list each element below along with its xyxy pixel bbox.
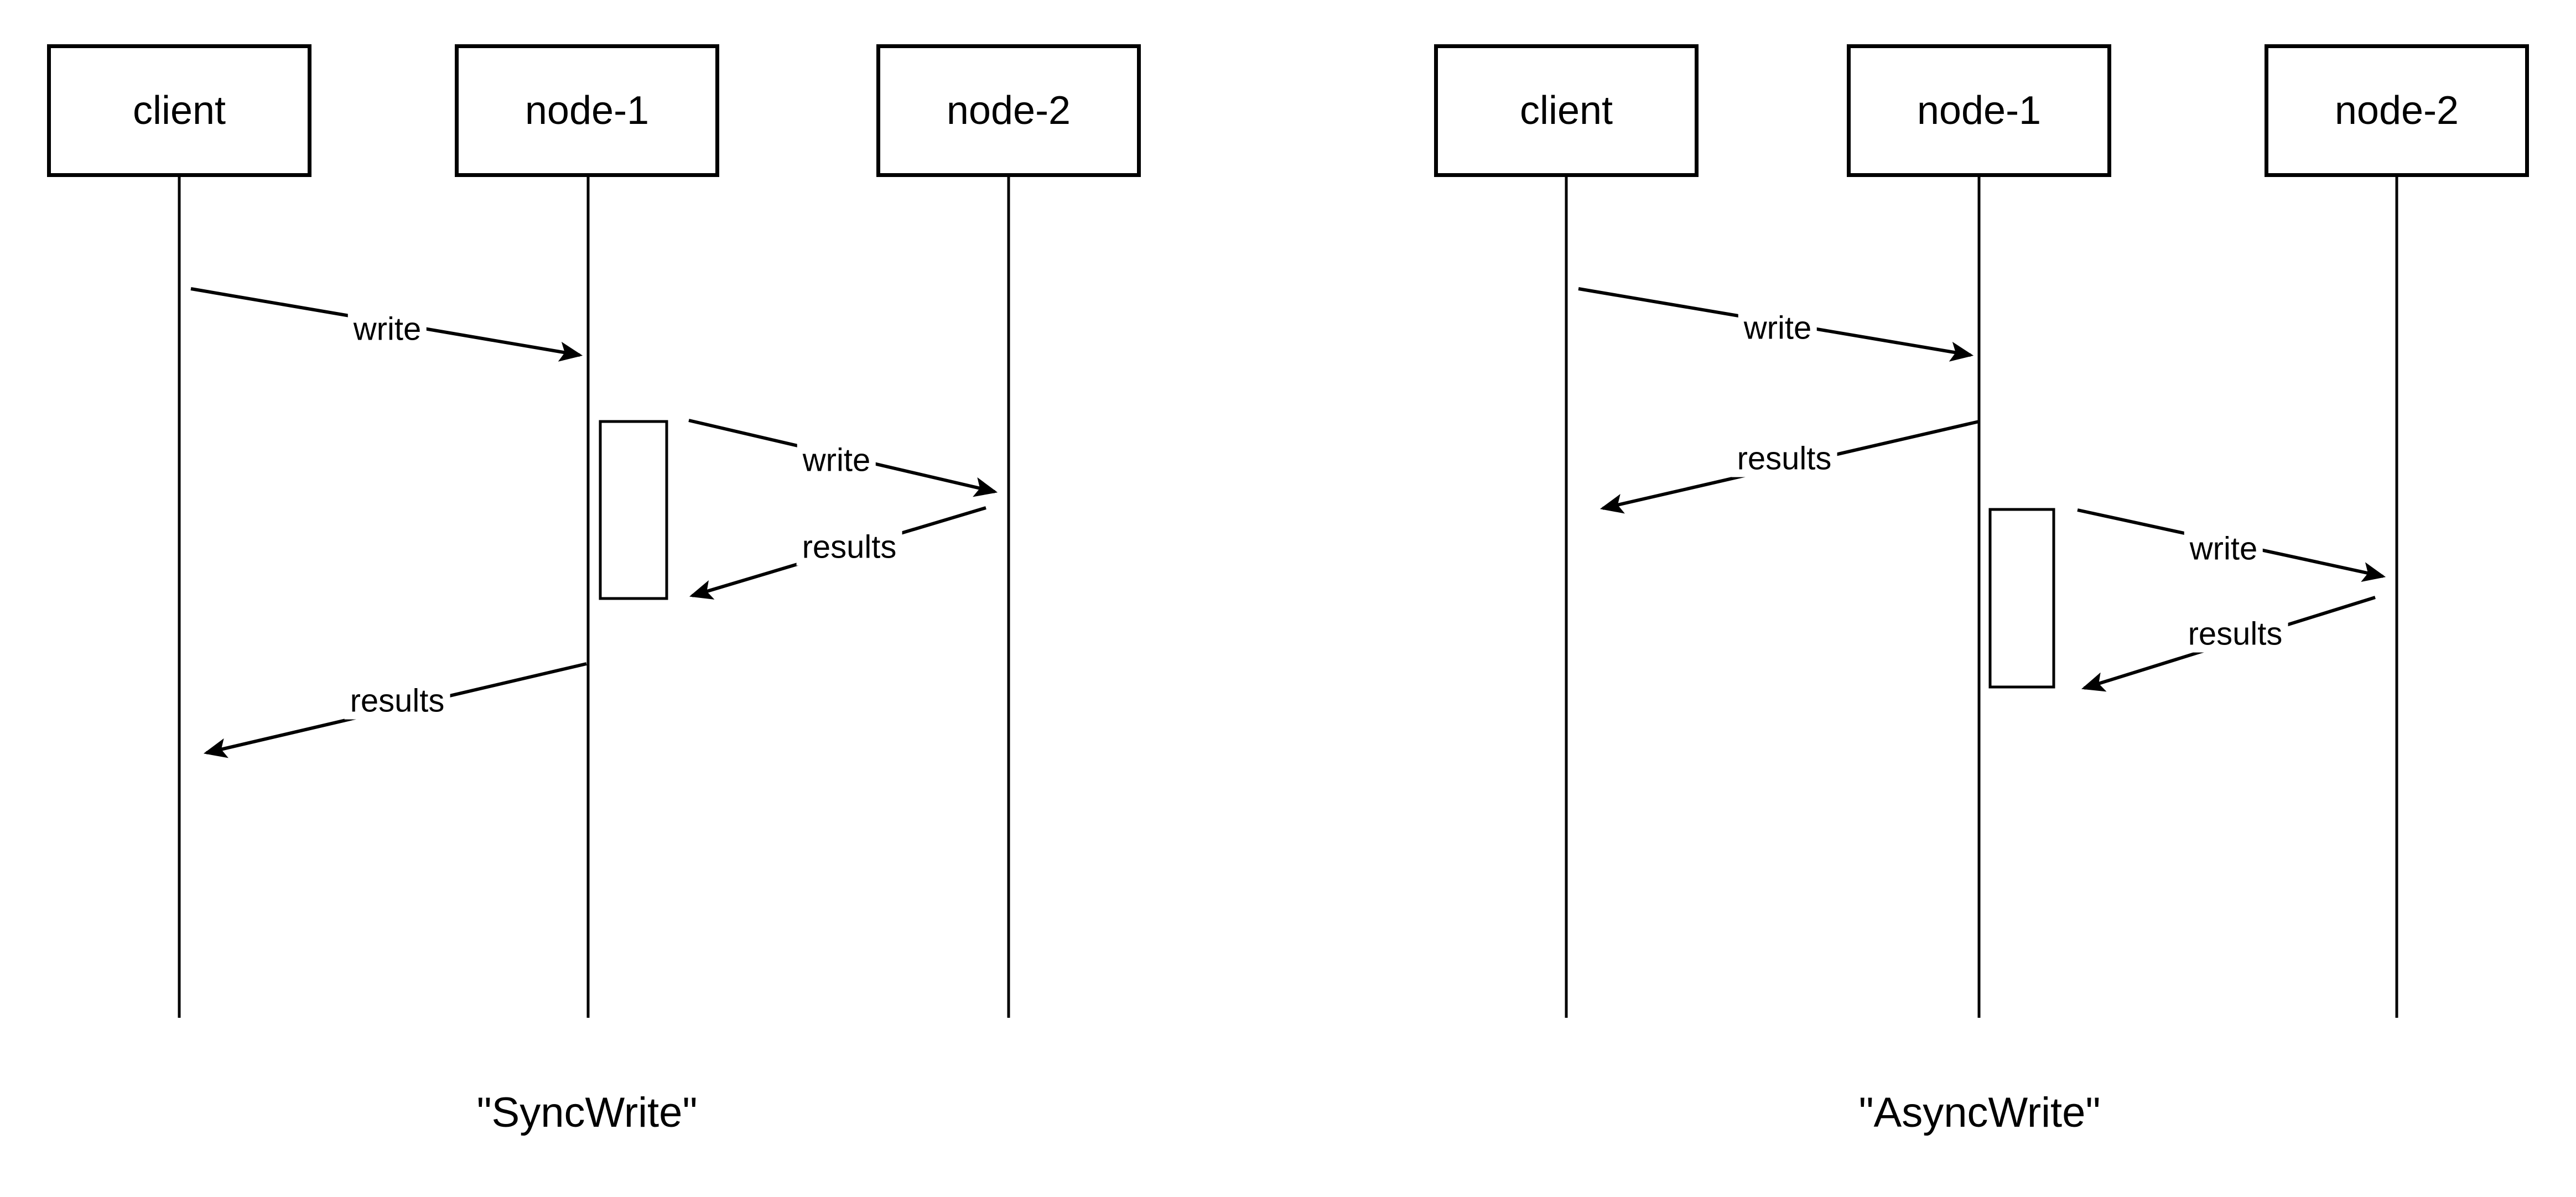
activation-box-node-1 (1988, 508, 2055, 689)
actor-label: client (132, 89, 226, 133)
message-label-results: results (344, 683, 450, 720)
message-label-write: write (1738, 310, 1817, 347)
message-label-write: write (2184, 531, 2263, 568)
message-label-results: results (796, 529, 902, 566)
diagram-title-syncwrite: "SyncWrite" (476, 1089, 698, 1136)
actor-box-node-1: node-1 (1847, 44, 2111, 177)
asyncwrite-diagram-lines (1565, 177, 2398, 1018)
actor-box-client: client (1434, 44, 1699, 177)
actor-box-node-2: node-2 (876, 44, 1141, 177)
actor-box-node-2: node-2 (2265, 44, 2529, 177)
actor-label: node-1 (524, 89, 650, 133)
actor-box-client: client (47, 44, 311, 177)
message-label-results: results (2182, 616, 2288, 653)
diagram-title-asyncwrite: "AsyncWrite" (1858, 1089, 2101, 1136)
actor-label: client (1519, 89, 1613, 133)
message-label-results: results (1731, 441, 1837, 477)
actor-label: node-1 (1917, 89, 2042, 133)
message-label-write: write (347, 311, 427, 348)
actor-label: node-2 (2334, 89, 2459, 133)
syncwrite-diagram-lines (178, 177, 1010, 1018)
message-label-write: write (797, 443, 876, 479)
actor-label: node-2 (946, 89, 1071, 133)
activation-box-node-1 (599, 420, 668, 600)
actor-box-node-1: node-1 (455, 44, 719, 177)
